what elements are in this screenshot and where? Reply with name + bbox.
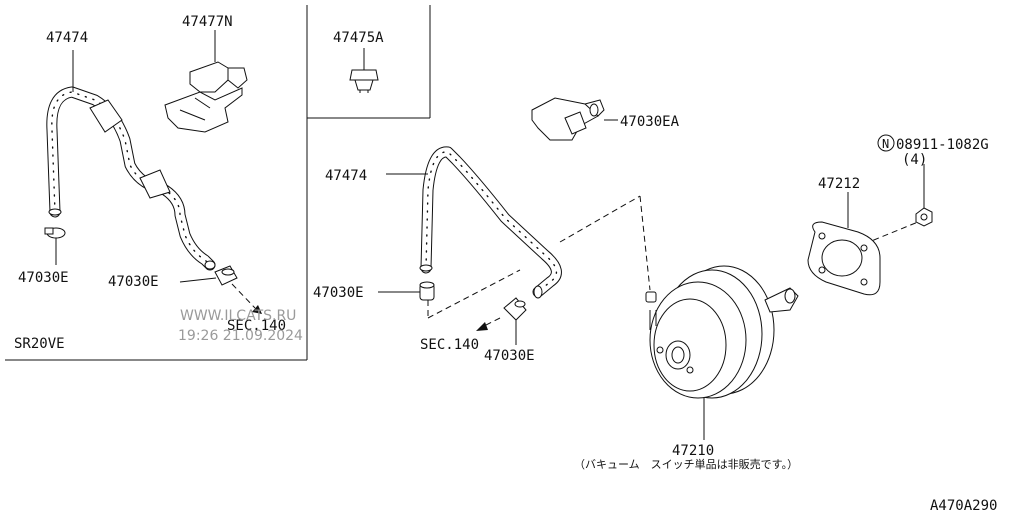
leader-inset-clamp-right — [179, 277, 217, 283]
label-main-sec: SEC.140 — [420, 337, 479, 353]
inset-vacuum-hose[interactable] — [46, 86, 216, 271]
connection-dashes — [427, 195, 919, 319]
label-inset-clamp-right: 47030E — [108, 274, 159, 290]
inset-clamp-left[interactable] — [44, 227, 66, 239]
nut-circle-letter: N — [882, 137, 889, 151]
label-nut-qty: (4) — [902, 152, 927, 168]
inset-sec-arrow — [231, 283, 262, 314]
inset-clamp-right[interactable] — [214, 265, 238, 286]
nut-circle-badge — [877, 134, 895, 152]
label-booster: 47210 — [672, 443, 714, 459]
label-inset-hose: 47474 — [46, 30, 88, 46]
nut-part[interactable] — [915, 207, 933, 227]
inset-frame — [5, 5, 431, 361]
main-clamp-right[interactable] — [503, 297, 527, 321]
check-valve-part[interactable] — [531, 97, 605, 141]
label-main-clamp-left: 47030E — [313, 285, 364, 301]
bracket-part[interactable] — [164, 61, 248, 133]
diagram-code: A470A290 — [930, 498, 997, 512]
brake-booster[interactable] — [645, 265, 799, 399]
label-check-valve: 47030EA — [620, 114, 680, 130]
booster-note: （バキューム スイッチ単品は非販売です。） — [574, 457, 798, 471]
label-inset-clamp-left: 47030E — [18, 270, 69, 286]
label-inset-sec: SEC.140 — [227, 318, 286, 334]
label-connector: 47475A — [333, 30, 384, 46]
label-engine: SR20VE — [14, 336, 65, 352]
main-clamp-left[interactable] — [419, 281, 435, 301]
label-gasket: 47212 — [818, 176, 860, 192]
main-sec-arrow — [476, 317, 501, 331]
connector-part[interactable] — [349, 69, 379, 93]
watermark-timestamp: 19:26 21.09.2024 — [178, 328, 303, 344]
main-vacuum-hose[interactable] — [419, 146, 562, 299]
watermark-site: WWW.ILCATS.RU — [180, 308, 296, 324]
label-main-clamp-right: 47030E — [484, 348, 535, 364]
label-main-hose: 47474 — [325, 168, 367, 184]
gasket-part[interactable] — [807, 221, 881, 296]
label-nut: 08911-1082G — [896, 137, 989, 153]
label-bracket: 47477N — [182, 14, 233, 30]
